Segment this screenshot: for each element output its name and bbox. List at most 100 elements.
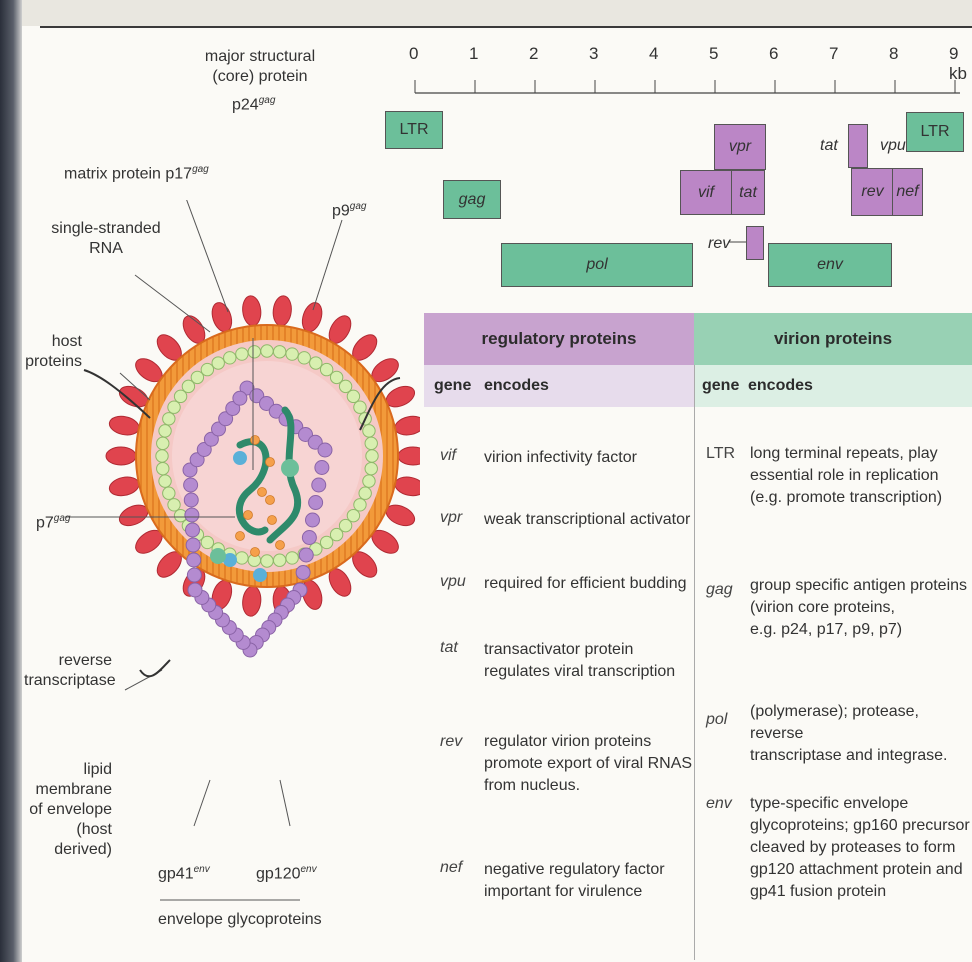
rt-enzyme [253, 568, 267, 582]
core-bead [186, 538, 200, 552]
reg-gene: rev [440, 733, 462, 751]
matrix-bead [261, 555, 273, 567]
vir-encodes-col: encodes [748, 377, 813, 395]
matrix-bead [168, 401, 180, 413]
scale-tick-label: 0 [409, 44, 418, 64]
p7-dot [266, 458, 275, 467]
matrix-bead [286, 552, 298, 564]
scale-tick-label: 8 [889, 44, 898, 64]
matrix-bead [236, 552, 248, 564]
reg-encodes: negative regulatory factor important for… [484, 859, 665, 903]
lipid-label: lipid membrane of envelope (host derived… [24, 760, 112, 860]
scale-tick-label: 6 [769, 44, 778, 64]
vpr-box: vpr [714, 124, 766, 170]
genome-scale [0, 0, 972, 100]
gp120-spike [108, 474, 141, 498]
vir-encodes: long terminal repeats, play essential ro… [750, 443, 942, 509]
vir-gene: pol [706, 711, 727, 729]
vpr-label: vpr [729, 138, 751, 156]
vif-box: vif [680, 170, 732, 215]
rev-label: rev [861, 183, 883, 201]
core-bead [185, 508, 199, 522]
matrix-text: matrix protein p17 [64, 165, 192, 182]
matrix-bead [354, 401, 366, 413]
core-bead [186, 523, 200, 537]
p7-dot [258, 488, 267, 497]
matrix-sup: gag [192, 164, 209, 175]
nef-box: nef [892, 168, 923, 216]
env-label: env [817, 256, 843, 274]
vpu-callout-label: vpu [880, 136, 906, 156]
virion-subheader: gene encodes [694, 365, 972, 407]
gag-label: gag [459, 191, 486, 209]
core-bead [184, 478, 198, 492]
p9-sup: gag [350, 201, 367, 212]
matrix-bead [273, 554, 285, 566]
reg-gene: vpu [440, 573, 466, 591]
ltr-left-label: LTR [399, 121, 428, 139]
nef-label: nef [896, 183, 918, 201]
p7-dot [276, 541, 285, 550]
gp41-sup: env [194, 864, 210, 875]
envelope-glycoproteins-label: envelope glycoproteins [158, 910, 322, 930]
matrix-bead [159, 475, 171, 487]
vif-label: vif [698, 184, 714, 202]
core-bead [187, 553, 201, 567]
matrix-bead [365, 437, 377, 449]
vir-gene-col: gene [702, 377, 748, 395]
reg-encodes: weak transcriptional activator [484, 509, 690, 531]
matrix-bead [363, 475, 375, 487]
rt-label: reverse transcriptase [24, 651, 112, 691]
p7-dot [236, 532, 245, 541]
vir-encodes: group specific antigen proteins (virion … [750, 575, 967, 641]
p7-dot [266, 496, 275, 505]
matrix-bead [248, 346, 260, 358]
matrix-bead [365, 462, 377, 474]
gp120-text: gp120 [256, 865, 301, 882]
tat-label: tat [739, 184, 757, 202]
core-bead [233, 391, 247, 405]
gag-box: gag [443, 180, 501, 219]
reg-gene: vpr [440, 509, 462, 527]
matrix-bead [201, 363, 213, 375]
matrix-bead [273, 346, 285, 358]
p24-label: p24gag [232, 91, 275, 115]
gp120-spike [108, 414, 141, 438]
matrix-bead [286, 348, 298, 360]
vir-gene: LTR [706, 445, 735, 463]
vir-gene: gag [706, 581, 733, 599]
core-bead [302, 531, 316, 545]
ltr-right-box: LTR [906, 112, 964, 152]
p7-dot [251, 548, 260, 557]
pol-box: pol [501, 243, 693, 287]
tat-small-box [848, 124, 868, 168]
core-bead [312, 478, 326, 492]
gp120-spike [393, 414, 420, 438]
virion-header: virion proteins [694, 313, 972, 365]
gp120-sup: env [301, 864, 317, 875]
matrix-bead [159, 425, 171, 437]
p7-dot [268, 516, 277, 525]
ssrna-label: single-stranded RNA [46, 219, 166, 259]
ltr-right-label: LTR [920, 123, 949, 141]
rev-callout-line [728, 240, 748, 244]
matrix-bead [163, 413, 175, 425]
gp120-label: gp120env [256, 860, 317, 884]
matrix-label: matrix protein p17gag [64, 160, 209, 184]
core-bead [188, 583, 202, 597]
env-box: env [768, 243, 892, 287]
p7-dot [251, 436, 260, 445]
core-bead [184, 493, 198, 507]
core-bead [296, 566, 310, 580]
rt-enzyme [281, 459, 299, 477]
gene-table: regulatory proteins virion proteins gene… [424, 313, 972, 960]
p24-sup: gag [259, 95, 276, 106]
core-bead [306, 513, 320, 527]
matrix-bead [347, 390, 359, 402]
scale-tick-label: 5 [709, 44, 718, 64]
regulatory-header: regulatory proteins [424, 313, 694, 365]
core-bead [187, 568, 201, 582]
matrix-bead [157, 462, 169, 474]
host-proteins-label: host proteins [20, 332, 82, 372]
vir-encodes: type-specific envelope glycoproteins; gp… [750, 793, 970, 903]
